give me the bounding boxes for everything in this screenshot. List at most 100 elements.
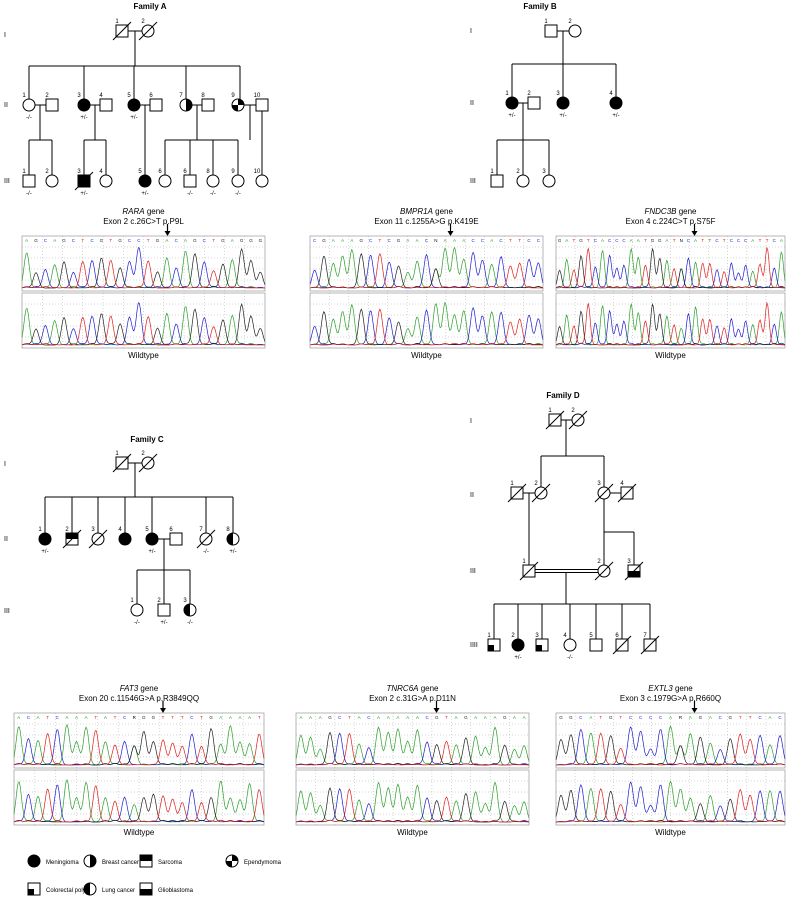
individual-number: 4 [118, 527, 122, 533]
base-call-label: G [142, 715, 146, 720]
male-square-icon [22, 174, 36, 188]
pedigree-individual [640, 635, 660, 655]
genotype-status: +/- [612, 113, 619, 119]
individual-number: 6 [169, 527, 173, 533]
individual-number: 3 [627, 559, 631, 565]
wildtype-label: Wildtype [128, 351, 159, 360]
base-call-label: T [445, 715, 448, 720]
base-call-label: A [669, 715, 672, 720]
female-circle-icon [22, 98, 36, 112]
individual-number: 3 [542, 169, 546, 175]
base-call-label: G [397, 238, 401, 243]
base-call-label: G [156, 238, 160, 243]
base-call-label: T [171, 715, 174, 720]
generation-label: II [470, 492, 474, 499]
pedigree-individual [624, 561, 644, 581]
base-call-label: C [369, 238, 373, 243]
down-arrow-head [691, 231, 698, 236]
meningioma-fill [28, 855, 40, 867]
base-call-label: A [601, 238, 604, 243]
base-call-label: A [462, 238, 465, 243]
deceased-slash [624, 561, 644, 581]
generation-label: I [4, 461, 6, 468]
individual-number: 3 [77, 93, 81, 99]
pedigree-individual [99, 174, 113, 188]
genotype-status: +/- [514, 655, 521, 661]
base-call-label: C [744, 238, 748, 243]
pedigree-individual [231, 174, 245, 188]
base-call-label: R [679, 715, 683, 720]
glioblastoma-fill [628, 571, 640, 577]
base-call-label: C [481, 238, 485, 243]
base-call-label: G [658, 238, 662, 243]
base-call-label: C [639, 715, 643, 720]
down-arrow-head [691, 708, 698, 713]
individual-number: 1 [510, 481, 514, 487]
pedigree-individual [88, 529, 108, 549]
deceased-slash [74, 171, 94, 191]
base-call-label: C [659, 715, 663, 720]
individual-number: 2 [568, 19, 572, 25]
base-call-label: T [599, 715, 602, 720]
trace-T-line [309, 308, 543, 346]
base-call-label: A [513, 715, 516, 720]
individual-number: 7 [643, 633, 647, 639]
trace-T-line [555, 788, 786, 823]
base-call-label: C [579, 715, 583, 720]
deceased-slash [640, 635, 660, 655]
gene-symbol: BMPR1A [400, 207, 433, 216]
generation-label: III [470, 178, 476, 185]
pedigree-individual [490, 174, 504, 188]
base-call-label: C [313, 238, 317, 243]
individual-number: 10 [254, 93, 261, 99]
trace-A-line [13, 723, 265, 766]
pedigree-individual [158, 174, 172, 188]
variant-label: Exon 20 c.11546G>A p.R3849QQ [79, 694, 199, 703]
male-square-icon [169, 532, 183, 546]
base-call-label: T [94, 715, 97, 720]
base-call-label: A [689, 715, 692, 720]
pedigree-individual [38, 532, 52, 546]
individual-number: 3 [91, 527, 95, 533]
legend-breast-icon [83, 854, 97, 868]
deceased-slash [612, 635, 632, 655]
pedigree-individual [74, 171, 94, 191]
individual-number: 2 [571, 408, 575, 414]
deceased-slash [545, 410, 565, 430]
trace-G-line [13, 793, 265, 823]
base-call-label: A [694, 238, 697, 243]
base-call-label: G [34, 238, 38, 243]
base-call-label: T [509, 238, 512, 243]
base-call-label: A [341, 238, 344, 243]
pedigree-individual [594, 561, 614, 581]
base-call-label: A [85, 715, 88, 720]
base-call-label: A [490, 238, 493, 243]
base-call-label: C [388, 238, 392, 243]
sarcoma-fill [66, 533, 78, 539]
legend-label: Colorectal polyp [46, 888, 90, 894]
male-square-icon [45, 98, 59, 112]
genotype-status: -/- [26, 191, 32, 197]
individual-number: 7 [199, 527, 203, 533]
pedigree-individual [22, 174, 36, 188]
gene-name-label: TNRC6A gene [386, 684, 439, 693]
base-call-label: G [322, 238, 326, 243]
pedigree-individual [145, 532, 159, 546]
pedigree-individual [45, 174, 59, 188]
variant-label: Exon 2 c.31G>A p.D11N [369, 694, 456, 703]
down-arrow-head [160, 708, 166, 713]
pedigree-individual [99, 98, 113, 112]
base-call-label: T [708, 238, 711, 243]
down-arrow-head [433, 708, 440, 713]
gene-suffix: gene [673, 684, 694, 693]
individual-number: 4 [620, 481, 624, 487]
base-call-label: C [594, 238, 598, 243]
wildtype-label: Wildtype [411, 351, 442, 360]
individual-number: 1 [22, 169, 26, 175]
gene-symbol: FAT3 [120, 684, 139, 693]
genotype-status: -/- [26, 115, 32, 121]
base-call-label: C [629, 715, 633, 720]
base-call-label: A [484, 715, 487, 720]
gene-symbol: RARA [122, 207, 144, 216]
base-call-label: A [780, 238, 783, 243]
